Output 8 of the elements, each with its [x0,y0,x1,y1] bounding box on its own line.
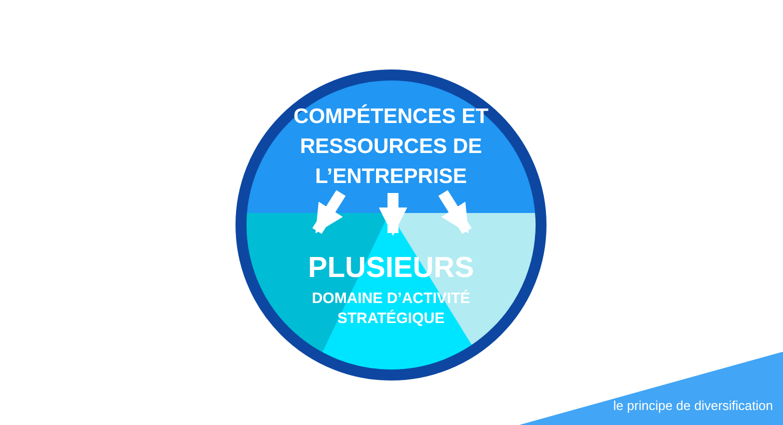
arrow [378,193,408,236]
corner-banner [520,352,783,425]
heading-text: COMPÉTENCES ET RESSOURCES DE L’ENTREPRISE [292,103,490,190]
bottom-half-segment [246,213,536,370]
caption-text: le principe de diversification [613,398,773,413]
arrow [438,190,472,234]
arrow [312,190,346,234]
top-half-segment [246,80,536,213]
